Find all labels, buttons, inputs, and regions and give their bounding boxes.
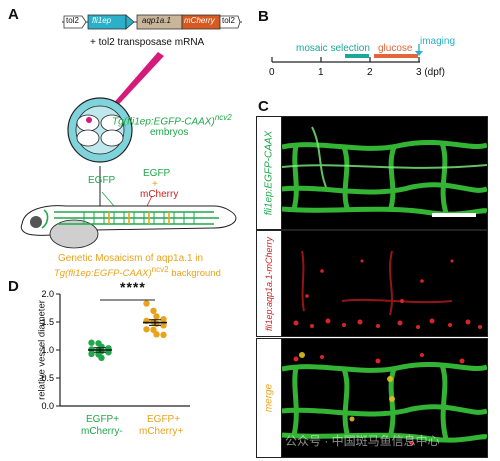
data-point <box>143 300 150 307</box>
data-point <box>153 320 160 327</box>
glucose-label: glucose <box>378 43 413 54</box>
data-point <box>150 326 157 334</box>
y-tick-label: 2.0 <box>41 289 54 299</box>
imaging-label: imaging <box>420 36 456 47</box>
caption-line2: Tg(fli1ep:EGFP-CAAX)ncv2 background <box>54 265 221 280</box>
significance-label: **** <box>120 279 146 295</box>
construct-reporter: mCherry <box>184 16 215 25</box>
panel-a-letter: A <box>8 6 19 23</box>
mcherry-channel-label: fli1ep:aqp1a.1-mCherry <box>264 236 274 331</box>
egfp-image <box>282 117 487 229</box>
watermark-text: 公众号 · 中国斑马鱼信息中心 <box>285 434 440 448</box>
construct-gene: aqp1a.1 <box>142 16 171 25</box>
data-point <box>160 316 167 323</box>
merge-image <box>282 339 487 457</box>
x-label-group1-line2: mCherry- <box>81 426 123 437</box>
mosaic-selection-label: mosaic selection <box>296 43 370 54</box>
fish-mcherry-label: mCherry <box>140 189 179 200</box>
data-point <box>88 339 95 346</box>
tick-3: 3 (dpf) <box>416 67 445 78</box>
transposase-text: + tol2 transposase mRNA <box>90 37 205 48</box>
merge-channel-label: merge <box>263 383 275 413</box>
dna-construct <box>62 14 242 30</box>
panel-d-letter: D <box>8 278 19 295</box>
embryo-label-line2: embryos <box>150 127 189 138</box>
y-tick-label: 1.5 <box>41 317 54 327</box>
data-point <box>153 313 160 320</box>
y-tick-label: 0.5 <box>41 373 54 383</box>
micrograph-egfp: fli1ep:EGFP-CAAX <box>256 116 488 230</box>
data-point <box>160 322 167 329</box>
construct-left-arm: tol2 <box>66 16 79 25</box>
merge-label-box: merge <box>257 339 282 457</box>
tick-0: 0 <box>269 67 275 78</box>
construct-right-arm: tol2 <box>222 16 235 25</box>
mcherry-label-box: fli1ep:aqp1a.1-mCherry <box>257 231 282 336</box>
fish-egfp-label-left: EGFP <box>88 175 116 186</box>
data-point <box>88 350 95 358</box>
timeline <box>271 44 423 63</box>
panel-b-letter: B <box>258 8 269 25</box>
egfp-channel-label: fli1ep:EGFP-CAAX <box>263 130 275 216</box>
micrograph-merge: merge <box>256 338 488 458</box>
egfp-label-box: fli1ep:EGFP-CAAX <box>257 117 282 229</box>
x-label-group2-line2: mCherry+ <box>139 426 184 437</box>
data-point <box>153 331 160 338</box>
data-point <box>160 331 167 339</box>
data-point <box>98 354 105 362</box>
zebrafish-larva-diagram <box>20 191 237 249</box>
tick-1: 1 <box>318 67 324 78</box>
y-tick-label: 0.0 <box>41 401 54 411</box>
x-label-group1-line1: EGFP+ <box>86 414 120 425</box>
fish-egfp-label-right: EGFP <box>143 168 171 179</box>
vessel-diameter-chart: 0.0 0.5 1.0 1.5 2.0 <box>41 289 190 411</box>
panel-c-letter: C <box>258 98 269 115</box>
micrograph-mcherry: fli1ep:aqp1a.1-mCherry <box>256 230 488 337</box>
construct-promoter: fli1ep <box>92 16 112 25</box>
data-point <box>143 326 150 333</box>
y-tick-label: 1.0 <box>41 345 54 355</box>
tick-2: 2 <box>367 67 373 78</box>
x-label-group2-line1: EGFP+ <box>147 414 181 425</box>
data-point <box>150 307 157 314</box>
fish-plus-label: + <box>152 179 158 190</box>
embryo-label-line1: Tg(fli1ep:EGFP-CAAX)ncv2 <box>112 113 232 128</box>
caption-line1: Genetic Mosaicism of aqp1a.1 in <box>58 253 204 264</box>
mcherry-image <box>282 231 487 336</box>
